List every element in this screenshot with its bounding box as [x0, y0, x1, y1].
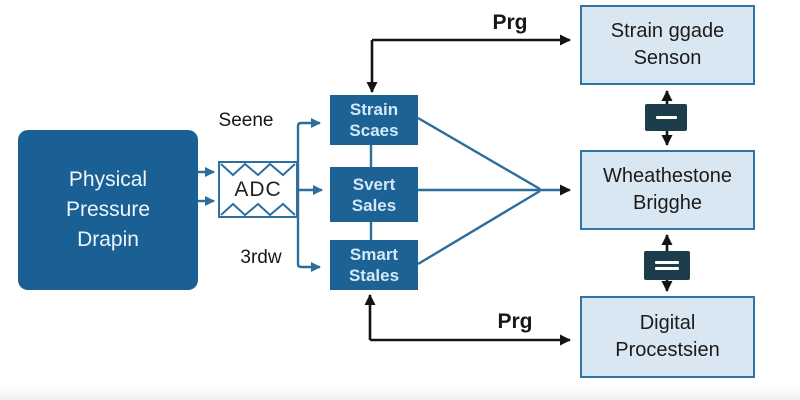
connector-chip-bottom — [644, 251, 690, 280]
node-label-line: Brigghe — [633, 192, 702, 214]
edge-label-prg-top: Prg — [492, 11, 528, 34]
node-smart-stales: Smart Stales — [330, 240, 418, 290]
node-strain-scaes: Strain Scaes — [330, 95, 418, 145]
node-digital-processing: Digital Procestsien — [580, 296, 755, 378]
line-strain-scaes-to-junction — [417, 116, 541, 191]
background-fade — [0, 384, 800, 400]
node-label-line: Procestsien — [615, 339, 720, 361]
equals-icon — [655, 261, 679, 270]
node-adc: ADC — [218, 161, 298, 218]
node-label-line: Strain ggade — [610, 20, 725, 42]
node-label-line: Sales — [351, 195, 397, 215]
node-label-line: Stales — [348, 266, 400, 285]
node-strain-gauge-sensor: Strain ggade Senson — [580, 5, 755, 85]
adc-zigzag-top-decoration — [220, 163, 296, 177]
edge-label-seene: Seene — [218, 110, 274, 131]
node-label-line: Drapin — [77, 228, 139, 251]
node-label-line: Scaes — [349, 121, 399, 140]
minus-icon — [655, 115, 677, 120]
node-label: ADC — [234, 177, 282, 201]
edge-label-prg-bottom: Prg — [497, 310, 533, 333]
connector-chip-top — [645, 104, 687, 131]
node-label-line: Wheathestone — [603, 165, 732, 187]
node-label-line: Strain — [349, 100, 399, 119]
node-svert-sales: Svert Sales — [330, 167, 418, 222]
node-label-line: Digital — [639, 312, 696, 334]
node-wheatstone-bridge: Wheathestone Brigghe — [580, 150, 755, 230]
node-label-line: Svert — [352, 174, 396, 194]
adc-zigzag-bottom-decoration — [220, 202, 296, 216]
line-smart-stales-to-junction — [417, 189, 541, 266]
node-label-line: Smart — [349, 245, 399, 264]
blue-connectors — [198, 116, 571, 272]
arrow-adc-to-strain-scaes — [296, 118, 321, 189]
node-label-line: Pressure — [65, 198, 151, 221]
node-label-line: Physical — [68, 168, 148, 191]
node-label-line: Senson — [633, 47, 702, 69]
node-physical-pressure-drapin: Physical Pressure Drapin — [18, 130, 198, 290]
arrow-adc-to-smart-stales — [296, 191, 321, 272]
edge-label-3rdw: 3rdw — [240, 247, 282, 268]
